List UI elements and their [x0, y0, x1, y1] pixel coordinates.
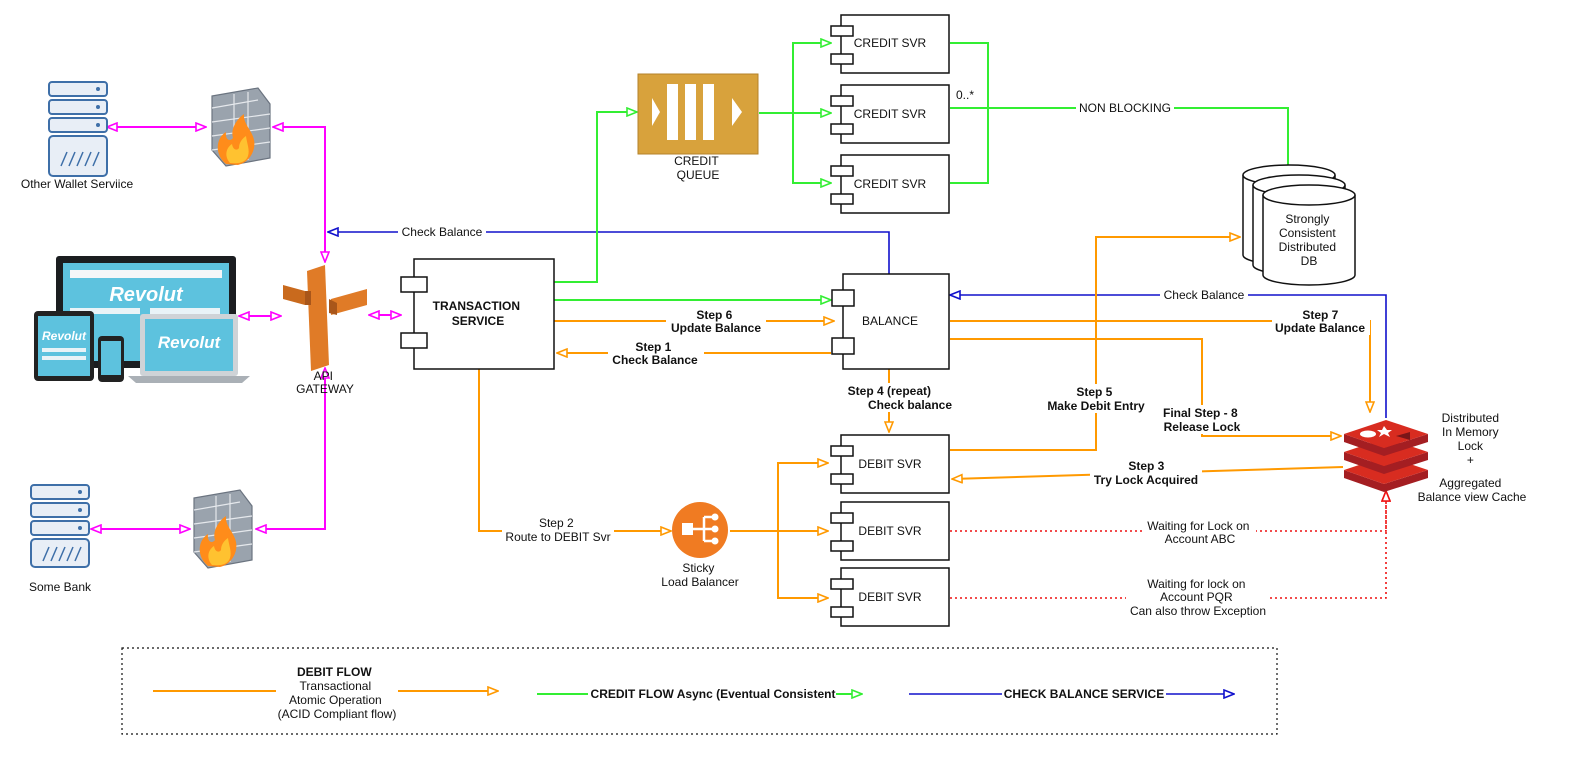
firewall-icon — [211, 87, 271, 167]
legend-check-label: CHECK BALANCE SERVICE — [1004, 687, 1164, 701]
balance-label: BALANCE — [862, 314, 918, 328]
step3-label: Step 3 Try Lock Acquired — [1094, 459, 1198, 487]
non-blocking-label: NON BLOCKING — [1079, 101, 1171, 115]
component-icon — [831, 273, 950, 370]
edge-labels: Check Balance Check Balance NON BLOCKING… — [398, 100, 1370, 619]
edge-step2 — [478, 369, 671, 531]
queue-icon — [637, 73, 759, 155]
firewall-top — [211, 87, 271, 167]
legend: DEBIT FLOW Transactional Atomic Operatio… — [121, 647, 1278, 735]
debit-svr-label: DEBIT SVR — [858, 524, 921, 538]
credit-queue-node: CREDIT QUEUE — [637, 73, 759, 182]
wait-abc-label: Waiting for Lock on Account ABC — [1147, 519, 1253, 546]
revolut-logo: Revolut — [158, 333, 222, 352]
devices-icon: Revolut Revolut Revolut — [34, 256, 250, 383]
revolut-logo: Revolut — [42, 329, 87, 343]
credit-svr-label: CREDIT SVR — [854, 36, 927, 50]
edge-step8 — [950, 338, 1341, 436]
credit-svr-label: CREDIT SVR — [854, 107, 927, 121]
load-balancer-node: Sticky Load Balancer — [661, 502, 739, 589]
load-balancer-label: Sticky Load Balancer — [661, 561, 738, 589]
component-icon — [400, 258, 555, 370]
edge-ts-queue — [554, 112, 637, 283]
step7-label: Step 7 Update Balance — [1275, 308, 1365, 335]
edge-firewall-gateway-bottom — [257, 369, 325, 529]
credit-svr-2: CREDIT SVR 0..* — [830, 84, 974, 144]
some-bank-label: Some Bank — [29, 580, 92, 594]
edge-check-balance-gw — [328, 232, 890, 274]
credit-svr-label: CREDIT SVR — [854, 177, 927, 191]
database-node: Strongly Consistent Distributed DB — [1242, 164, 1356, 286]
multiplicity-label: 0..* — [956, 88, 974, 102]
step6-label: Step 6 Update Balance — [671, 308, 761, 335]
transaction-service-node: TRANSACTION SERVICE — [400, 258, 555, 370]
edge-wait-abc — [950, 491, 1386, 532]
debit-svr-1: DEBIT SVR — [830, 434, 950, 494]
firewall-icon — [193, 489, 253, 569]
edge-wait-pqr — [950, 491, 1386, 599]
credit-svr-3: CREDIT SVR — [830, 154, 950, 214]
redis-icon — [1344, 420, 1428, 492]
edge-queue-credit1 — [759, 43, 831, 114]
component-icon — [830, 434, 950, 494]
api-gateway-label: API GATEWAY — [296, 369, 354, 396]
step8-label: Final Step - 8 Release Lock — [1163, 406, 1241, 434]
credit-svr-1: CREDIT SVR — [830, 14, 950, 74]
check-balance-label: Check Balance — [1164, 288, 1245, 302]
balance-node: BALANCE — [831, 273, 950, 370]
debit-svr-label: DEBIT SVR — [858, 590, 921, 604]
check-balance-label: Check Balance — [402, 225, 483, 239]
edge-queue-credit3 — [759, 112, 831, 183]
load-balancer-icon — [672, 502, 728, 558]
credit-queue-label: CREDIT QUEUE — [674, 154, 722, 182]
debit-svr-label: DEBIT SVR — [858, 457, 921, 471]
edge-firewall-gateway-top — [274, 127, 325, 261]
step2-label: Step 2 Route to DEBIT Svr — [505, 516, 610, 544]
debit-svr-2: DEBIT SVR — [830, 501, 950, 561]
legend-credit-label: CREDIT FLOW Async (Eventual Consistent — [591, 687, 836, 701]
cache-label: Distributed In Memory Lock + Aggregated … — [1418, 411, 1527, 504]
api-gateway-node: API GATEWAY — [283, 265, 367, 396]
other-wallet-label: Other Wallet Serviice — [21, 177, 134, 191]
wait-pqr-label: Waiting for lock on Account PQR Can also… — [1130, 577, 1266, 618]
step1-label: Step 1 Check Balance — [612, 340, 698, 367]
transaction-service-label: TRANSACTION SERVICE — [433, 299, 524, 328]
step5-label: Step 5 Make Debit Entry — [1047, 385, 1145, 413]
api-gateway-icon — [283, 265, 367, 371]
server-icon — [48, 81, 108, 177]
debit-svr-3: DEBIT SVR — [830, 567, 950, 627]
component-icon — [830, 567, 950, 627]
server-icon — [30, 484, 90, 568]
other-wallet-node: Other Wallet Serviice — [21, 81, 134, 191]
edge-step5 — [950, 237, 1240, 451]
edge-credit-db — [950, 42, 1288, 183]
database-label: Strongly Consistent Distributed DB — [1279, 212, 1340, 268]
revolut-logo: Revolut — [109, 284, 184, 306]
step4-label: Step 4 (repeat) Check balance — [848, 384, 953, 412]
cache-node: Distributed In Memory Lock + Aggregated … — [1344, 411, 1527, 504]
database-icon — [1242, 164, 1356, 286]
some-bank-node: Some Bank — [29, 484, 92, 594]
firewall-bottom — [193, 489, 253, 569]
component-icon — [830, 501, 950, 561]
component-icon — [830, 154, 950, 214]
component-icon — [830, 14, 950, 74]
edge-lb-debit1 — [730, 463, 828, 532]
component-icon — [830, 84, 950, 144]
legend-debit-label: DEBIT FLOW Transactional Atomic Operatio… — [278, 665, 397, 721]
edge-lb-debit3 — [730, 530, 828, 598]
